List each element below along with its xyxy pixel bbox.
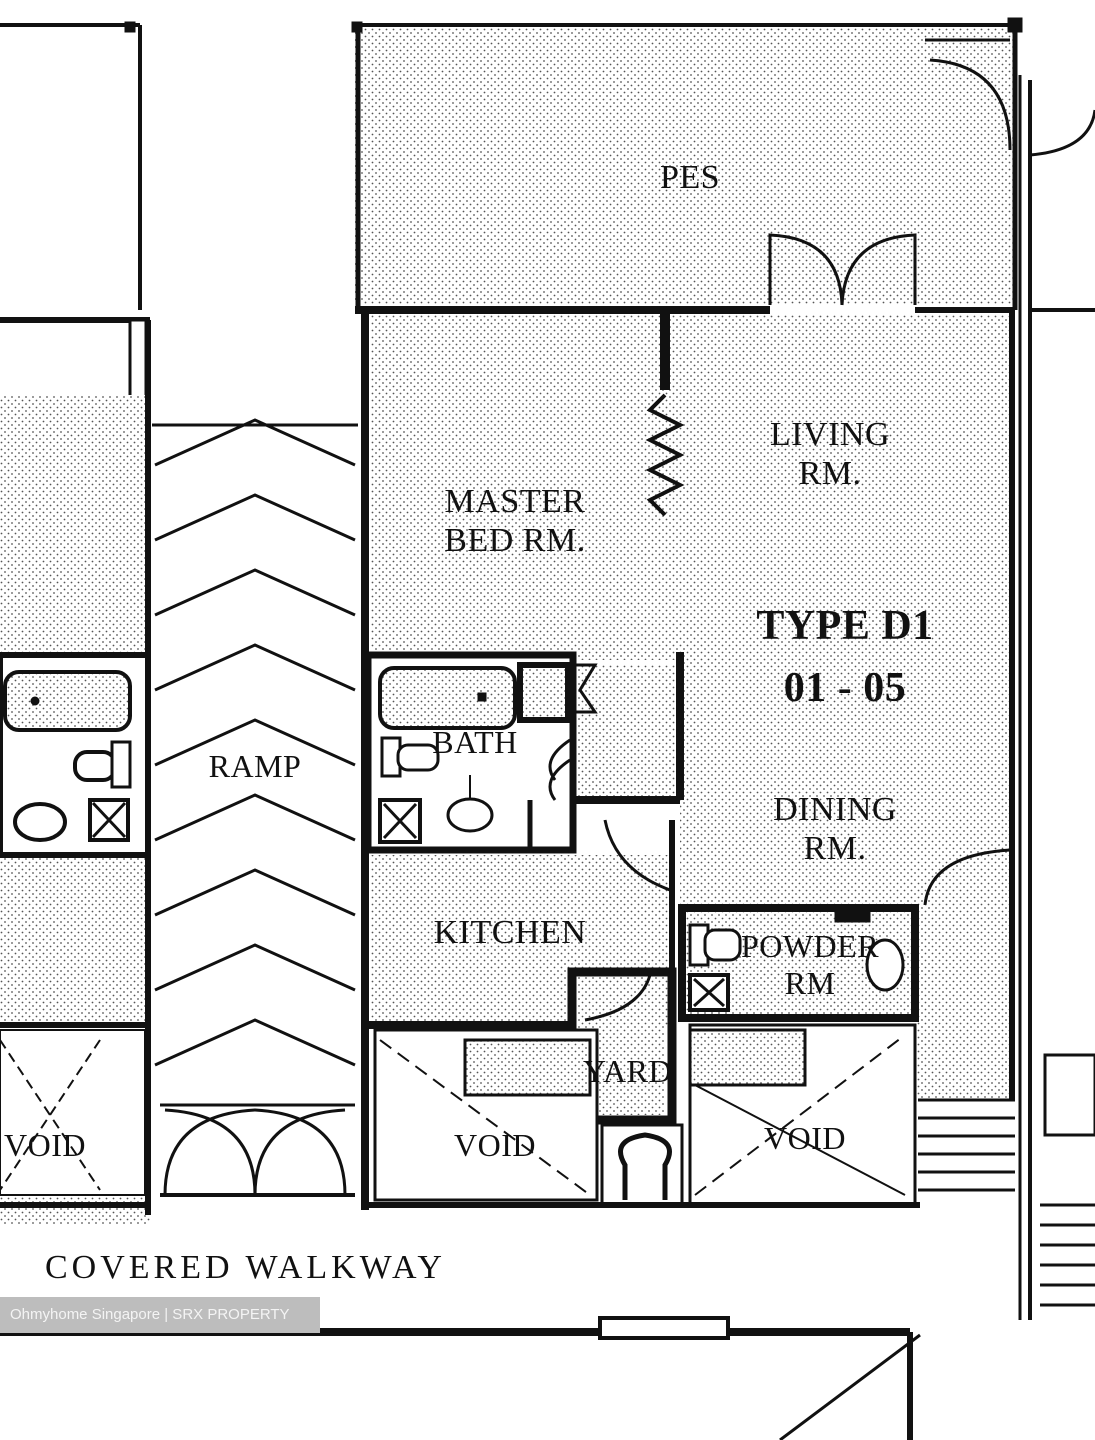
room-label-dining: DINING RM. [740, 790, 930, 868]
room-label-yard: YARD [582, 1053, 673, 1089]
room-label-pes: PES [659, 159, 721, 196]
area-label-ramp: RAMP [208, 748, 302, 784]
master-line-1: MASTER [444, 483, 586, 520]
dining-line-2: RM. [803, 830, 867, 868]
covered-walkway-label: COVERED WALKWAY [45, 1249, 446, 1286]
ramp-area [152, 418, 358, 1197]
room-label-master-bed: MASTER BED RM. [420, 482, 610, 560]
main-unit-walls [0, 17, 1095, 1440]
room-label-powder: POWDER RM [720, 928, 900, 1002]
neighbour-unit-left [0, 21, 151, 1225]
dining-line-1: DINING [773, 791, 897, 828]
watermark: Ohmyhome Singapore | SRX PROPERTY [0, 1297, 320, 1333]
room-label-living: LIVING RM. [740, 415, 920, 493]
powder-line-1: POWDER [740, 928, 880, 964]
area-label-void-right: VOID [764, 1120, 846, 1156]
living-line-1: LIVING [769, 416, 891, 453]
area-label-void-left: VOID [4, 1127, 86, 1163]
powder-line-2: RM [784, 964, 836, 1001]
area-label-void-center: VOID [454, 1127, 536, 1163]
room-label-bath: BATH [432, 724, 518, 760]
unit-type-label: TYPE D1 [756, 603, 934, 649]
room-label-kitchen: KITCHEN [433, 914, 587, 951]
living-line-2: RM. [798, 455, 862, 493]
master-line-2: BED RM. [444, 522, 586, 560]
unit-numbers-label: 01 - 05 [783, 665, 907, 711]
